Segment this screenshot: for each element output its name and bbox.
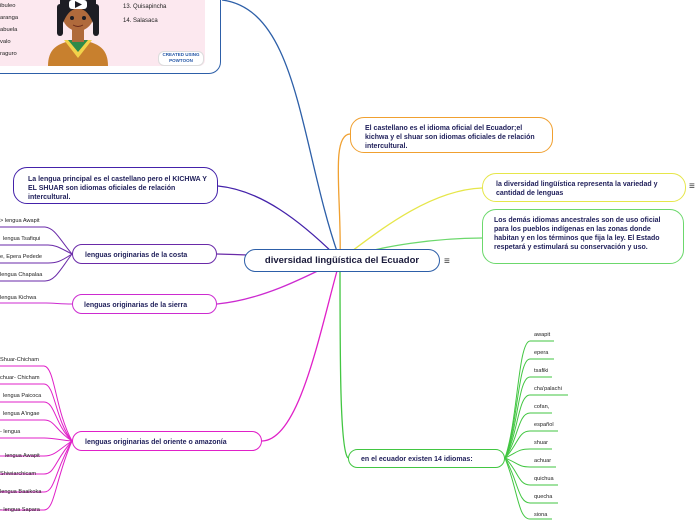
list-item: 13. Quisapincha [123, 4, 167, 10]
node-text: La lengua principal es el castellano per… [28, 176, 207, 201]
costa-leaf[interactable]: lengua Chapalaa [0, 272, 43, 278]
sierra-leaf[interactable]: lengua Kichwa [0, 295, 37, 301]
oriente-leaf[interactable]: chuar- Chicham [0, 375, 40, 381]
idioma-siona[interactable]: siona [534, 512, 548, 518]
oriente-leaf[interactable]: Shuar-Chicham [0, 357, 39, 363]
lenguas-sierra-node[interactable]: lenguas originarias de la sierra [72, 294, 217, 314]
lengua-principal-node[interactable]: La lengua principal es el castellano per… [13, 167, 218, 204]
list-item: raguro [0, 51, 17, 57]
idiomas-ancestrales-node[interactable]: Los demás idiomas ancestrales son de uso… [482, 209, 684, 264]
menu-icon[interactable]: ≡ [689, 181, 695, 192]
idioma-awapit[interactable]: awapit [534, 332, 551, 338]
oriente-leaf[interactable]: - lengua [0, 429, 21, 435]
oriente-leaf[interactable]: lengua Paicoca [3, 393, 42, 399]
catorce-idiomas-node[interactable]: en el ecuador existen 14 idiomas: [348, 449, 505, 468]
node-text: lenguas originarias de la sierra [84, 302, 188, 309]
node-text: Los demás idiomas ancestrales son de uso… [494, 217, 661, 251]
menu-icon[interactable]: ≡ [444, 256, 450, 267]
oriente-leaf[interactable]: lengua Baaikoka [0, 489, 42, 495]
idioma-quichua[interactable]: quichua [534, 476, 554, 482]
node-text: El castellano es el idioma oficial del E… [365, 125, 535, 150]
lenguas-costa-node[interactable]: lenguas originarias de la costa [72, 244, 217, 264]
central-topic[interactable]: diversidad lingüística del Ecuador [244, 249, 440, 272]
pueblos-list-left: ibuleo aranga abuela valo raguro [0, 0, 18, 60]
pueblos-list-right: 13. Quisapincha 14. Salasaca [123, 0, 166, 28]
costa-leaf[interactable]: > lengua Awapit [0, 218, 40, 224]
idioma-cofan[interactable]: cofan, [534, 404, 550, 410]
node-text: en el ecuador existen 14 idiomas: [361, 456, 473, 463]
node-text: lenguas originarias del oriente o amazon… [85, 439, 227, 446]
list-item: ibuleo [0, 3, 16, 9]
idioma-epera[interactable]: epera [534, 350, 549, 356]
idioma-espanol[interactable]: español [534, 422, 554, 428]
lenguas-oriente-node[interactable]: lenguas originarias del oriente o amazon… [72, 431, 262, 451]
image-card[interactable]: ibuleo aranga abuela valo raguro 13. Qui… [0, 0, 221, 74]
list-item: abuela [0, 27, 18, 33]
oriente-leaf[interactable]: Shiwiarchicam [0, 471, 37, 477]
girl-illustration-icon [48, 0, 108, 66]
castellano-oficial-node[interactable]: El castellano es el idioma oficial del E… [350, 117, 553, 153]
oriente-leaf[interactable]: lengua A'ingae [3, 411, 40, 417]
oriente-leaf[interactable]: lengua Awapit [5, 453, 40, 459]
idioma-quecha[interactable]: quecha [534, 494, 553, 500]
costa-leaf[interactable]: e, Epera Pedede [0, 254, 42, 260]
costa-leaf[interactable]: lengua Tsafiqui [3, 236, 41, 242]
list-item: aranga [0, 15, 19, 21]
idioma-shuar[interactable]: shuar [534, 440, 548, 446]
oriente-leaf[interactable]: - lengua Sapara [0, 507, 40, 513]
image-card-content: ibuleo aranga abuela valo raguro 13. Qui… [0, 0, 205, 66]
powtoon-logo: CREATED USING POWTOON [158, 51, 204, 66]
idioma-chapalachi[interactable]: cha'palachi [534, 386, 562, 392]
idioma-achuar[interactable]: achuar [534, 458, 552, 464]
node-text: la diversidad lingüística representa la … [496, 181, 658, 197]
node-text: lenguas originarias de la costa [85, 252, 188, 259]
idioma-tsafiki[interactable]: tsafiki [534, 368, 549, 374]
central-topic-title: diversidad lingüística del Ecuador [264, 255, 420, 266]
list-item: 14. Salasaca [123, 18, 158, 24]
list-item: valo [0, 39, 11, 45]
diversidad-node[interactable]: la diversidad lingüística representa la … [482, 173, 686, 202]
